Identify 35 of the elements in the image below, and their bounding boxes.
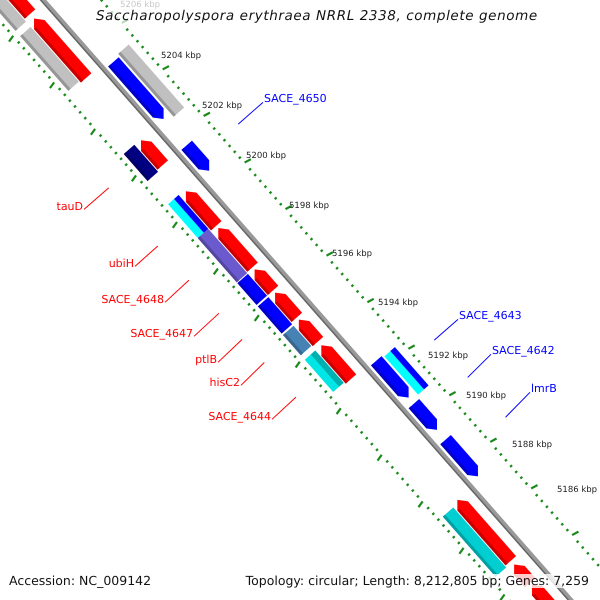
scale-label: 5188 kbp (512, 441, 552, 451)
gene-label: SACE_4644 (208, 411, 271, 424)
scale-label: 5196 kbp (332, 250, 372, 260)
leader-line (434, 318, 458, 341)
map-title: Saccharopolyspora erythraea NRRL 2338, complete genome (96, 9, 538, 25)
scale-label: 5200 kbp (246, 152, 286, 162)
gene-label: SACE_4643 (459, 310, 522, 323)
scale-label: 5190 kbp (466, 392, 506, 402)
gene-label: hisC2 (210, 377, 240, 390)
leader-line (164, 280, 190, 303)
scale-label: 5192 kbp (428, 352, 468, 362)
genome-stats-label: Topology: circular; Length: 8,212,805 bp; Genes: 7,259 (244, 574, 590, 588)
gene-label: SACE_4647 (130, 328, 193, 341)
scale-label: 5198 kbp (289, 202, 330, 212)
leader-line (238, 102, 264, 125)
leader-line (272, 396, 296, 420)
gene-label: SACE_4650 (264, 93, 327, 106)
gene-label: SACE_4642 (492, 345, 555, 358)
gene-label: SACE_4648 (101, 294, 164, 307)
leader-line (194, 312, 220, 337)
gene-label: lmrB (531, 383, 557, 396)
gene-label: ubiH (108, 258, 134, 271)
leader-line (505, 392, 530, 418)
scale-label: 5204 kbp (161, 52, 202, 62)
accession-label: Accession: NC_009142 (8, 574, 152, 588)
leader-line (84, 187, 110, 210)
leader-line (467, 354, 492, 378)
scale-label: 5202 kbp (202, 102, 242, 112)
scale-label: 5186 kbp (557, 486, 598, 496)
gene-label: ptlB (195, 354, 217, 367)
leader-line (240, 362, 265, 386)
leader-line (134, 245, 158, 267)
gene-label: tauD (56, 201, 83, 214)
leader-line (218, 338, 243, 363)
scale-label: 5194 kbp (378, 299, 418, 309)
